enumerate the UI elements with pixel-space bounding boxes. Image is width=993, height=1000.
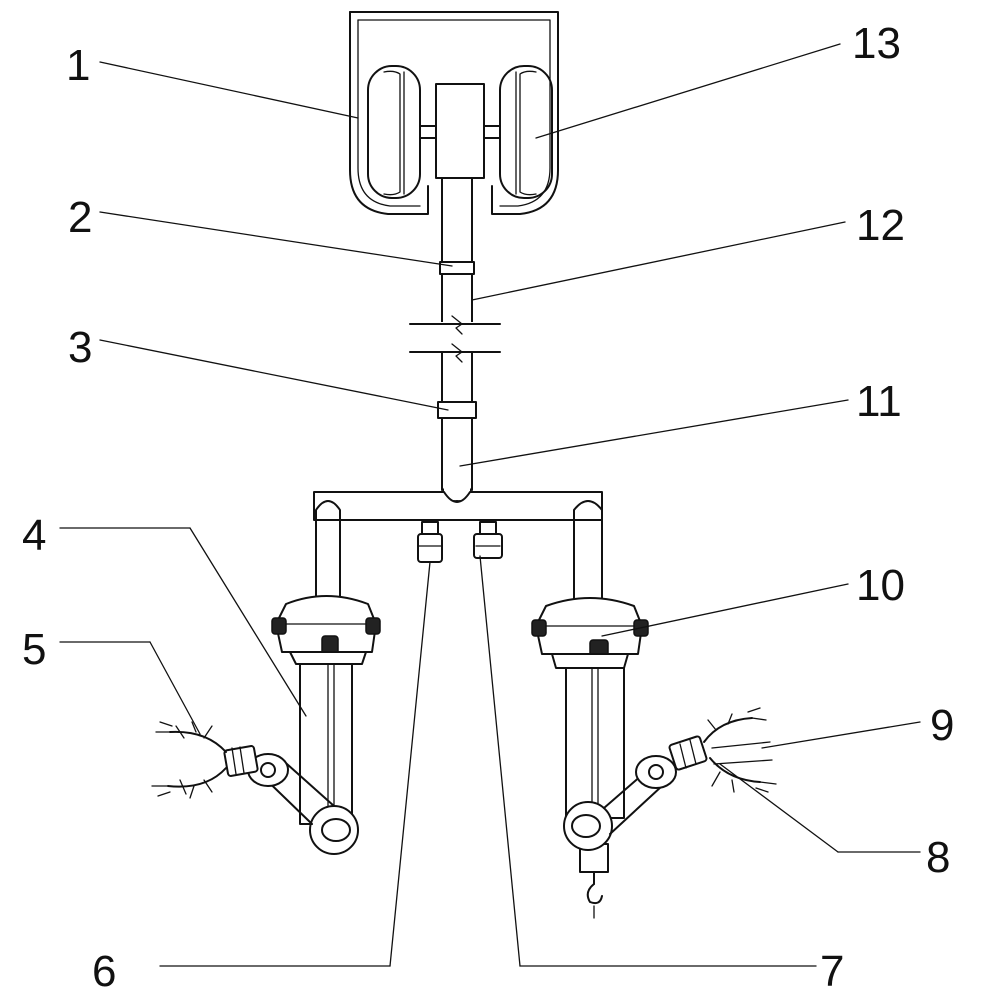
label-3: 3 — [68, 323, 92, 372]
sensor-7 — [473, 521, 503, 559]
collar-2 — [439, 261, 475, 275]
label-2: 2 — [68, 193, 92, 242]
label-6: 6 — [92, 947, 116, 996]
label-13: 13 — [852, 19, 901, 68]
label-1: 1 — [66, 41, 90, 90]
shaft-break — [409, 315, 501, 363]
right-wheel — [499, 65, 553, 199]
right-arm — [531, 500, 777, 919]
label-5: 5 — [22, 625, 46, 674]
label-8: 8 — [926, 833, 950, 882]
left-arm — [151, 500, 381, 855]
shaft — [409, 177, 501, 501]
axle — [419, 83, 501, 179]
label-9: 9 — [930, 701, 954, 750]
crossbar — [313, 486, 603, 521]
label-12: 12 — [856, 201, 905, 250]
label-7: 7 — [820, 947, 844, 996]
left-wheel — [367, 65, 421, 199]
callout-labels: 1 2 3 4 5 6 7 8 9 10 11 12 13 — [22, 19, 954, 996]
sensor-6 — [417, 521, 443, 563]
leader-lines — [59, 43, 921, 967]
label-4: 4 — [22, 511, 46, 560]
collar-3 — [437, 401, 477, 419]
label-10: 10 — [856, 561, 905, 610]
label-11: 11 — [856, 377, 902, 426]
